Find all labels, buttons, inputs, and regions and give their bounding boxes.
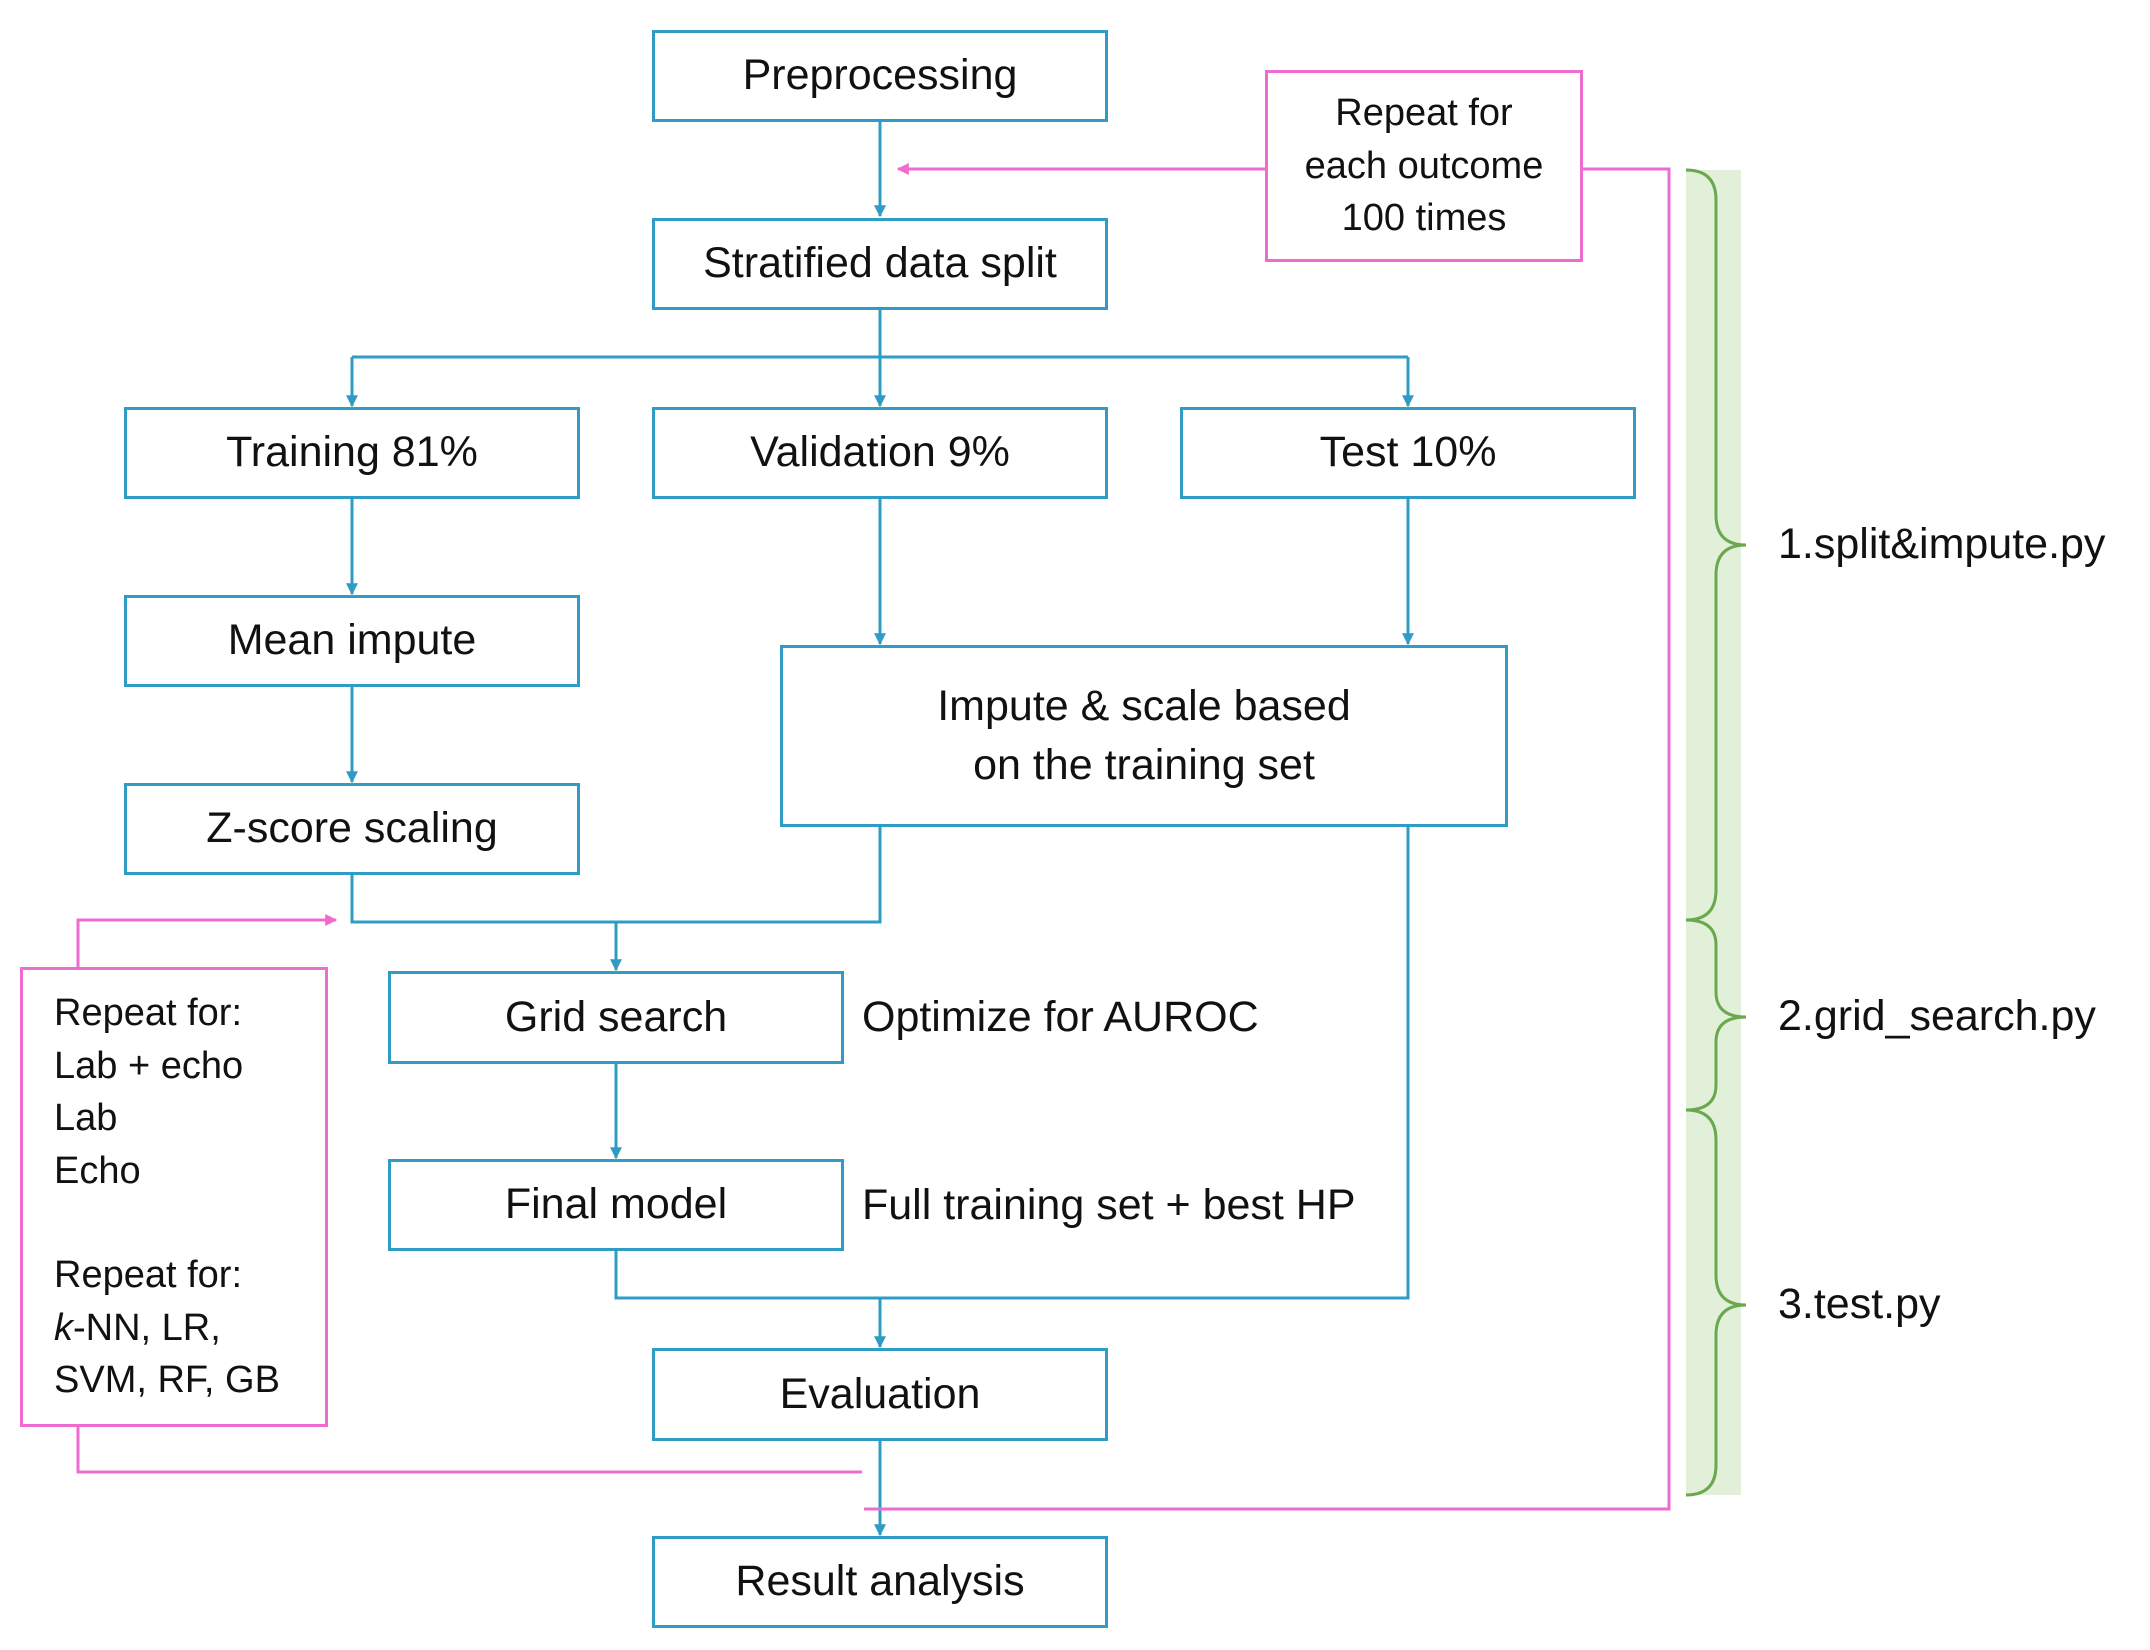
preprocessing-label: Preprocessing — [742, 51, 1018, 100]
inner-loop-arrow — [76, 914, 338, 967]
inner-loop-return — [76, 1426, 862, 1474]
bracket-band — [1686, 170, 1741, 1495]
impute-scale-box: Impute & scale based on the training set — [780, 645, 1508, 827]
flow-arrows — [346, 120, 1414, 1537]
bracket-test — [1685, 1108, 1747, 1497]
impute-scale-label: Impute & scale based on the training set — [937, 681, 1351, 789]
stratified-split-label: Stratified data split — [703, 239, 1057, 288]
grid-search-box: Grid search — [388, 971, 844, 1064]
evaluation-box: Evaluation — [652, 1348, 1108, 1441]
stratified-split-box: Stratified data split — [652, 218, 1108, 310]
feature-set-1: Lab + echo — [54, 1044, 244, 1087]
zscore-box: Z-score scaling — [124, 783, 580, 875]
model-line-2: SVM, RF, GB — [54, 1359, 280, 1402]
test-label: Test 10% — [1319, 428, 1497, 477]
inner-loop-box: Repeat for: Lab + echo Lab Echo Repeat f… — [20, 967, 328, 1427]
feature-set-3: Echo — [54, 1149, 141, 1192]
final-model-label: Final model — [504, 1180, 728, 1229]
outer-loop-line-1: Repeat for — [1335, 92, 1513, 135]
bracket-grid-search — [1685, 918, 1747, 1112]
feature-loop-title: Repeat for: — [54, 992, 242, 1035]
script-label-test: 3.test.py — [1778, 1280, 1941, 1328]
evaluation-label: Evaluation — [779, 1369, 981, 1418]
model-loop-title: Repeat for: — [54, 1254, 242, 1297]
grid-search-label: Grid search — [504, 992, 728, 1041]
mean-impute-label: Mean impute — [227, 616, 477, 665]
script-label-grid-search: 2.grid_search.py — [1778, 992, 2096, 1040]
outer-loop-line-3: 100 times — [1341, 197, 1507, 240]
bracket-split-impute — [1685, 168, 1747, 922]
grid-search-note: Optimize for AUROC — [862, 993, 1259, 1041]
loop-arrows — [76, 163, 1671, 1511]
mean-impute-box: Mean impute — [124, 595, 580, 687]
split-fan-out — [352, 310, 1408, 359]
result-analysis-box: Result analysis — [652, 1536, 1108, 1628]
training-label: Training 81% — [226, 428, 478, 477]
outer-loop-line-2: each outcome — [1304, 144, 1544, 187]
preprocessing-box: Preprocessing — [652, 30, 1108, 122]
model-line-1: k-NN, LR, — [54, 1302, 221, 1354]
result-analysis-label: Result analysis — [735, 1557, 1025, 1606]
training-box: Training 81% — [124, 407, 580, 499]
validation-label: Validation 9% — [750, 428, 1010, 477]
zscore-label: Z-score scaling — [206, 804, 498, 853]
test-box: Test 10% — [1180, 407, 1636, 499]
model-prefix: k — [54, 1306, 73, 1349]
outer-loop-box: Repeat for each outcome 100 times — [1265, 70, 1583, 262]
script-brackets — [1685, 168, 1747, 1497]
outer-loop-return — [864, 167, 1671, 1511]
script-label-split-impute: 1.split&impute.py — [1778, 520, 2106, 568]
feature-set-2: Lab — [54, 1097, 118, 1140]
merge-into-evaluation — [614, 826, 1410, 1300]
final-model-note: Full training set + best HP — [862, 1181, 1356, 1229]
validation-box: Validation 9% — [652, 407, 1108, 499]
model-line-1-text: -NN, LR, — [73, 1306, 221, 1349]
final-model-box: Final model — [388, 1159, 844, 1251]
